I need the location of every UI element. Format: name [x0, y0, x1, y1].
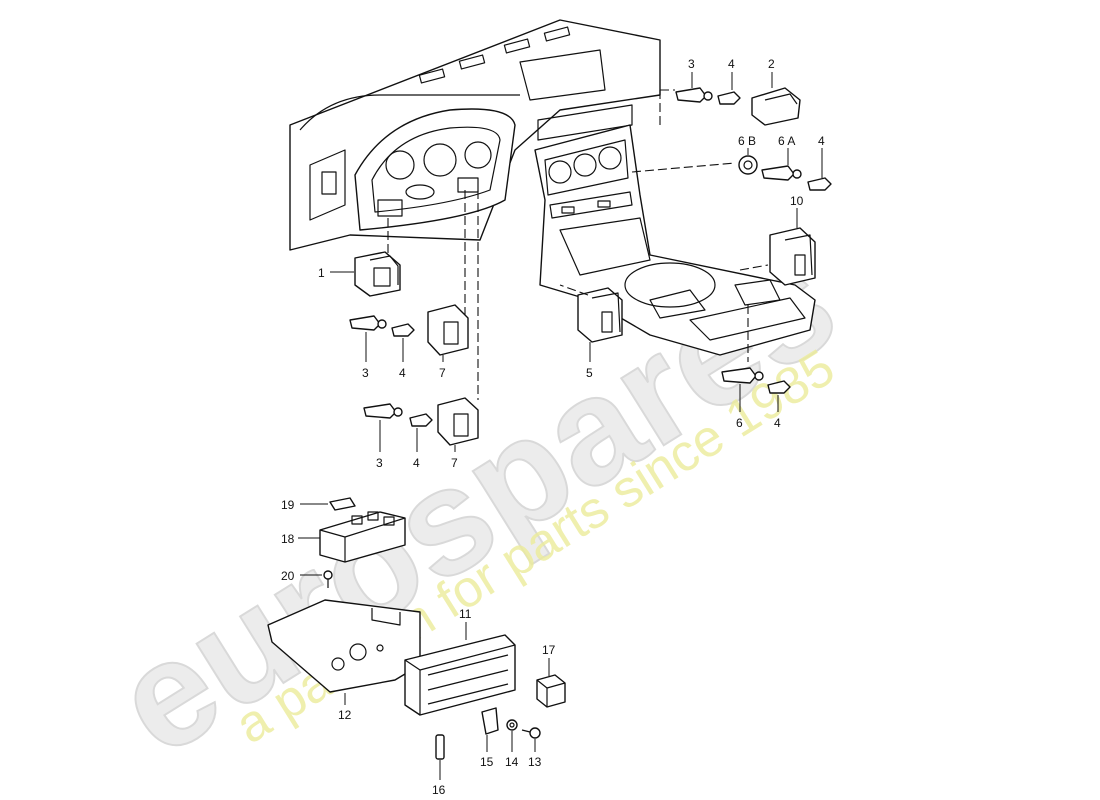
callout-5: 5 — [586, 366, 593, 380]
part-13-screw — [521, 727, 541, 739]
callout-2: 2 — [768, 57, 775, 71]
dashboard — [289, 19, 661, 251]
callout-6: 6 — [736, 416, 743, 430]
part-7-switch-lower — [437, 397, 479, 446]
part-4-bulb-mid — [391, 323, 415, 337]
part-4-bulb-right — [807, 177, 832, 191]
part-3-bulb-holder-low — [363, 403, 403, 419]
part-18-relay-base — [319, 511, 406, 563]
part-4-bulb-low — [409, 413, 433, 427]
part-3-bulb-holder-top — [675, 87, 713, 103]
callout-13: 13 — [528, 755, 542, 769]
callout-11: 11 — [459, 607, 472, 621]
assembly-lines — [387, 89, 769, 400]
callout-14: 14 — [505, 755, 519, 769]
callout-12: 12 — [338, 708, 352, 722]
callout-7-lower: 7 — [451, 456, 458, 470]
part-20-screw — [323, 570, 333, 588]
part-2-switch — [751, 87, 801, 126]
part-11-fuse-box — [404, 634, 516, 716]
callout-3-mid: 3 — [362, 366, 369, 380]
part-17-relay — [536, 674, 566, 708]
part-3-bulb-holder-mid — [349, 315, 387, 331]
callout-19: 19 — [281, 498, 295, 512]
part-1-switch — [354, 251, 401, 297]
part-6-bulb-holder — [721, 367, 764, 384]
part-14-washer — [506, 719, 518, 731]
callout-10: 10 — [790, 194, 804, 208]
part-6b-ring — [738, 155, 758, 175]
callout-1: 1 — [318, 266, 325, 280]
part-16-fuse — [435, 734, 445, 760]
leader-lines — [298, 72, 823, 780]
part-6a-bulb-holder — [761, 165, 802, 181]
callout-6a: 6 A — [778, 134, 795, 148]
callout-6b: 6 B — [738, 134, 756, 148]
callout-16: 16 — [432, 783, 446, 797]
callout-7-upper: 7 — [439, 366, 446, 380]
part-4-bulb-lower-right — [767, 380, 791, 394]
callout-17: 17 — [542, 643, 556, 657]
callout-4-low: 4 — [413, 456, 420, 470]
part-4-bulb-top — [717, 91, 741, 105]
callout-20: 20 — [281, 569, 295, 583]
callout-labels: 1 2 3 4 6 B 6 A 4 10 3 4 7 5 3 4 7 6 4 1… — [281, 57, 825, 797]
part-7-switch-upper — [427, 304, 469, 356]
callout-4-lower-right: 4 — [774, 416, 781, 430]
part-10-switch — [769, 227, 816, 286]
part-5-switch — [577, 287, 623, 343]
part-15-clip — [481, 707, 499, 735]
callout-4-mid: 4 — [399, 366, 406, 380]
callout-4-right: 4 — [818, 134, 825, 148]
part-19-clip — [329, 497, 356, 511]
callout-3-top: 3 — [688, 57, 695, 71]
callout-15: 15 — [480, 755, 494, 769]
callout-4-top: 4 — [728, 57, 735, 71]
callout-3-low: 3 — [376, 456, 383, 470]
callout-18: 18 — [281, 532, 295, 546]
